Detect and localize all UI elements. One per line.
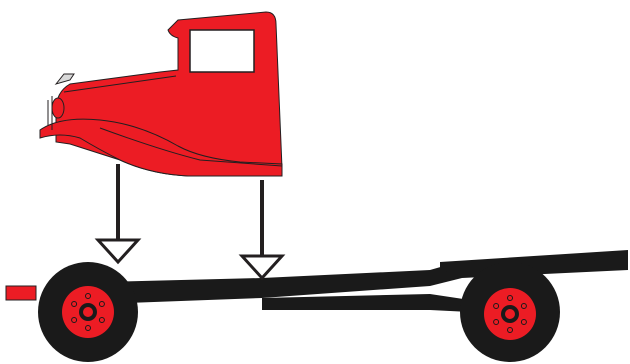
hood-ornament	[56, 74, 74, 84]
mounting-arrow-front	[98, 164, 138, 262]
headlight	[52, 98, 64, 118]
front-hub-center	[83, 307, 93, 317]
mounting-arrow-rear	[242, 180, 282, 278]
chassis-rail-lower	[262, 294, 470, 312]
rear-hub-center	[505, 309, 515, 319]
rear-wheel	[460, 262, 560, 362]
cab-window	[190, 30, 254, 72]
front-wheel	[38, 262, 138, 362]
arrow-front-head	[98, 240, 138, 262]
front-bumper	[6, 286, 36, 300]
truck-cab	[40, 12, 282, 176]
arrow-rear-head	[242, 256, 282, 278]
